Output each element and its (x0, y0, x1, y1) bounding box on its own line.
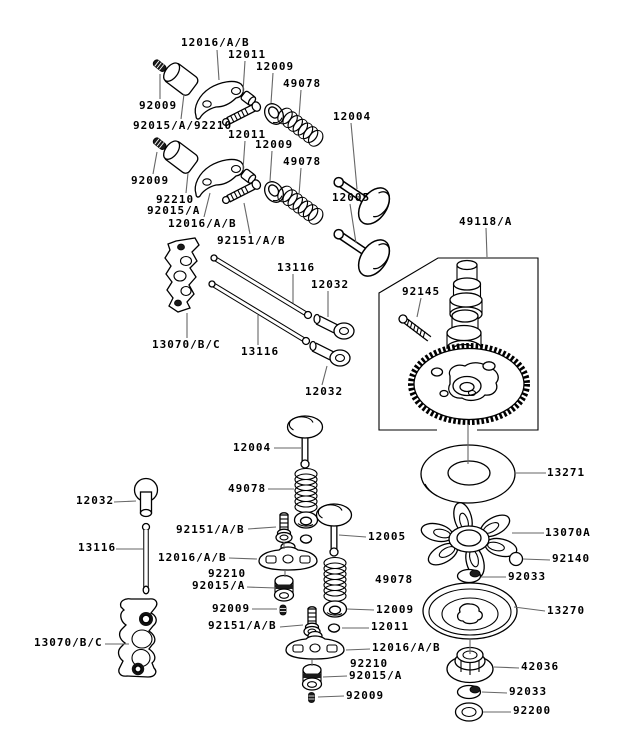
part-label-92009-4: 92009 (346, 689, 385, 702)
bottom-column-right (285, 504, 352, 703)
part-label-12009-1: 12009 (256, 60, 295, 73)
part-label-12032-3: 12032 (76, 494, 115, 507)
plate-13270 (422, 582, 518, 640)
valve-guides-12032-middle (309, 313, 355, 367)
leader-lines (105, 49, 551, 713)
star-guide-13070a (420, 502, 518, 578)
part-label-92009-1: 92009 (139, 99, 178, 112)
part-label-92200: 92200 (513, 704, 552, 717)
part-label-12011-1: 12011 (228, 48, 267, 61)
part-label-92015a-1: 92015/A (147, 204, 201, 217)
part-label-92210-3: 92210 (350, 657, 389, 670)
part-label-49078-3: 49078 (228, 482, 267, 495)
part-label-92015a92210: 92015/A/92210 (133, 119, 233, 132)
camshaft-assembly-49118 (398, 259, 530, 425)
part-label-49078-4: 49078 (375, 573, 414, 586)
part-label-92210-1: 92210 (156, 193, 195, 206)
part-label-12016ab-3: 12016/A/B (158, 551, 227, 564)
ring-92033-lower (456, 684, 482, 700)
part-label-92009-2: 92009 (131, 174, 170, 187)
part-label-12005-2: 12005 (368, 530, 407, 543)
ball-92140 (508, 551, 524, 567)
part-label-12016ab-4: 12016/A/B (372, 641, 441, 654)
part-label-12016ab-2: 12016/A/B (168, 217, 237, 230)
part-label-12009-2: 12009 (255, 138, 294, 151)
part-label-92033-1: 92033 (508, 570, 547, 583)
part-label-12004-1: 12004 (333, 110, 372, 123)
part-label-12011-3: 12011 (371, 620, 410, 633)
part-label-92015a-3: 92015/A (349, 669, 403, 682)
pushrods-13116 (208, 254, 313, 346)
part-label-92140: 92140 (552, 552, 591, 565)
part-label-92145: 92145 (402, 285, 441, 298)
cam-gear (408, 343, 530, 425)
part-label-92151ab-1: 92151/A/B (217, 234, 286, 247)
part-label-13271: 13271 (547, 466, 586, 479)
part-label-12005-1: 12005 (332, 191, 371, 204)
part-label-13070bc-1: 13070/B/C (152, 338, 221, 351)
part-label-12032-1: 12032 (311, 278, 350, 291)
part-label-13070a: 13070A (545, 526, 591, 539)
part-label-42036: 42036 (521, 660, 560, 673)
part-label-92151ab-2: 92151/A/B (176, 523, 245, 536)
part-label-92015a-2: 92015/A (192, 579, 246, 592)
part-label-92033-2: 92033 (509, 685, 548, 698)
part-label-92009-3: 92009 (212, 602, 251, 615)
part-label-12032-2: 12032 (305, 385, 344, 398)
part-label-13270: 13270 (547, 604, 586, 617)
valve-guide-12032-left (133, 477, 159, 518)
part-label-13116-2: 13116 (241, 345, 280, 358)
part-label-13070bc-2: 13070/B/C (34, 636, 103, 649)
plate-13070bc-bottom (117, 598, 158, 678)
camshaft-box (378, 257, 539, 431)
part-label-49078-1: 49078 (283, 77, 322, 90)
valve-12005-top (324, 215, 396, 282)
part-label-12009-3: 12009 (376, 603, 415, 616)
part-label-92151ab-3: 92151/A/B (208, 619, 277, 632)
pushrod-13116-left (141, 522, 151, 595)
spring-92145 (398, 314, 432, 342)
part-label-12004-2: 12004 (233, 441, 272, 454)
part-label-12011-2: 12011 (228, 128, 267, 141)
part-label-92210-2: 92210 (208, 567, 247, 580)
part-label-12016ab-1: 12016/A/B (181, 36, 250, 49)
plate-13070bc-top (164, 237, 200, 313)
part-label-49118a: 49118/A (459, 215, 513, 228)
part-label-13116-1: 13116 (277, 261, 316, 274)
part-label-13116-3: 13116 (78, 541, 117, 554)
ring-92033-upper (456, 568, 482, 584)
part-label-49078-2: 49078 (283, 155, 322, 168)
washer-13271 (420, 444, 516, 504)
washer-92200 (454, 702, 484, 722)
collar-42036 (446, 646, 494, 684)
